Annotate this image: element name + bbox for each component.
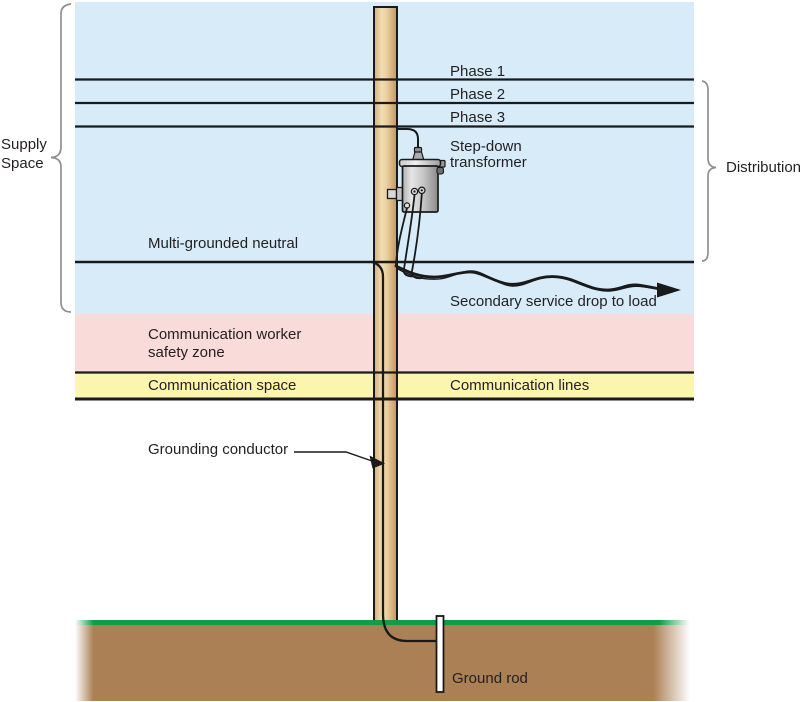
safety-zone-label-line1: Communication worker [148,326,302,343]
transformer-primary-wire [397,128,419,152]
phase-1-label: Phase 1 [450,63,506,80]
multi-grounded-neutral-label: Multi-grounded neutral [148,235,299,252]
transformer-drop-wire-3 [410,193,423,280]
bushing-dot-left-icon [413,190,416,193]
step-down-transformer-label-line2: transformer [450,153,527,171]
safety-zone-label-line2: safety zone [148,344,225,361]
transformer-drop-wire-1 [395,207,408,266]
utility-pole [373,6,398,623]
phase-2-label: Phase 2 [450,86,506,103]
bushing-dot-right-icon [420,189,423,192]
grounding-conductor-leader-line [294,451,373,462]
grounding-conductor-arrowhead-icon [369,455,385,469]
phase-3-label: Phase 3 [450,109,506,126]
distribution-bracket [701,80,717,262]
step-down-transformer-label-line1: Step-down [450,138,522,155]
secondary-drop-arrowhead-icon [657,282,681,298]
supply-space-label: Supply Space [1,135,47,173]
grounding-conductor-label: Grounding conductor [148,441,289,458]
grounding-conductor-wire [370,260,439,643]
secondary-service-drop-cable [394,264,663,292]
ground-rod [435,615,445,693]
supply-space-bracket [50,3,72,313]
communication-lines-label: Communication lines [450,377,590,394]
communication-space-label: Communication space [148,377,297,394]
grass-line [75,620,690,625]
ground-rod-label: Ground rod [452,670,528,687]
supply-space-label-line1: Supply [1,136,47,153]
step-down-transformer [386,146,446,213]
earth-ground [75,625,690,701]
secondary-service-drop-twist [397,268,661,292]
transformer-mount-bracket [386,188,398,200]
communication-worker-safety-zone-label: Communication worker safety zone [148,326,301,362]
secondary-service-drop-label: Secondary service drop to load [450,293,657,310]
supply-space-label-line2: Space [1,155,44,172]
step-down-transformer-label: Step-down transformer [450,139,527,170]
transformer-side-knob [436,166,445,175]
distribution-label: Distribution [726,159,800,176]
